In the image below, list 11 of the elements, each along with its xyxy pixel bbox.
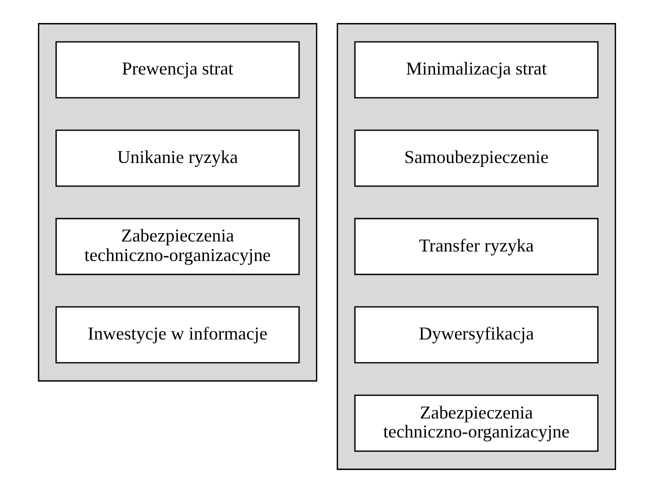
node-box: Samoubezpieczenie bbox=[354, 130, 598, 187]
node-box: Unikanie ryzyka bbox=[54, 130, 300, 187]
node-box: Zabezpieczenia techniczno-organizacyjne bbox=[354, 394, 598, 452]
node-box: Dywersyfikacja bbox=[354, 306, 598, 364]
node-box: Prewencja strat bbox=[54, 41, 300, 98]
node-box: Transfer ryzyka bbox=[354, 218, 598, 276]
node-box: Minimalizacja strat bbox=[354, 41, 598, 98]
node-box: Zabezpieczenia techniczno-organizacyjne bbox=[54, 218, 300, 276]
cluster bbox=[336, 23, 616, 470]
node-box: Inwestycje w informacje bbox=[54, 306, 300, 364]
cluster bbox=[37, 23, 317, 382]
